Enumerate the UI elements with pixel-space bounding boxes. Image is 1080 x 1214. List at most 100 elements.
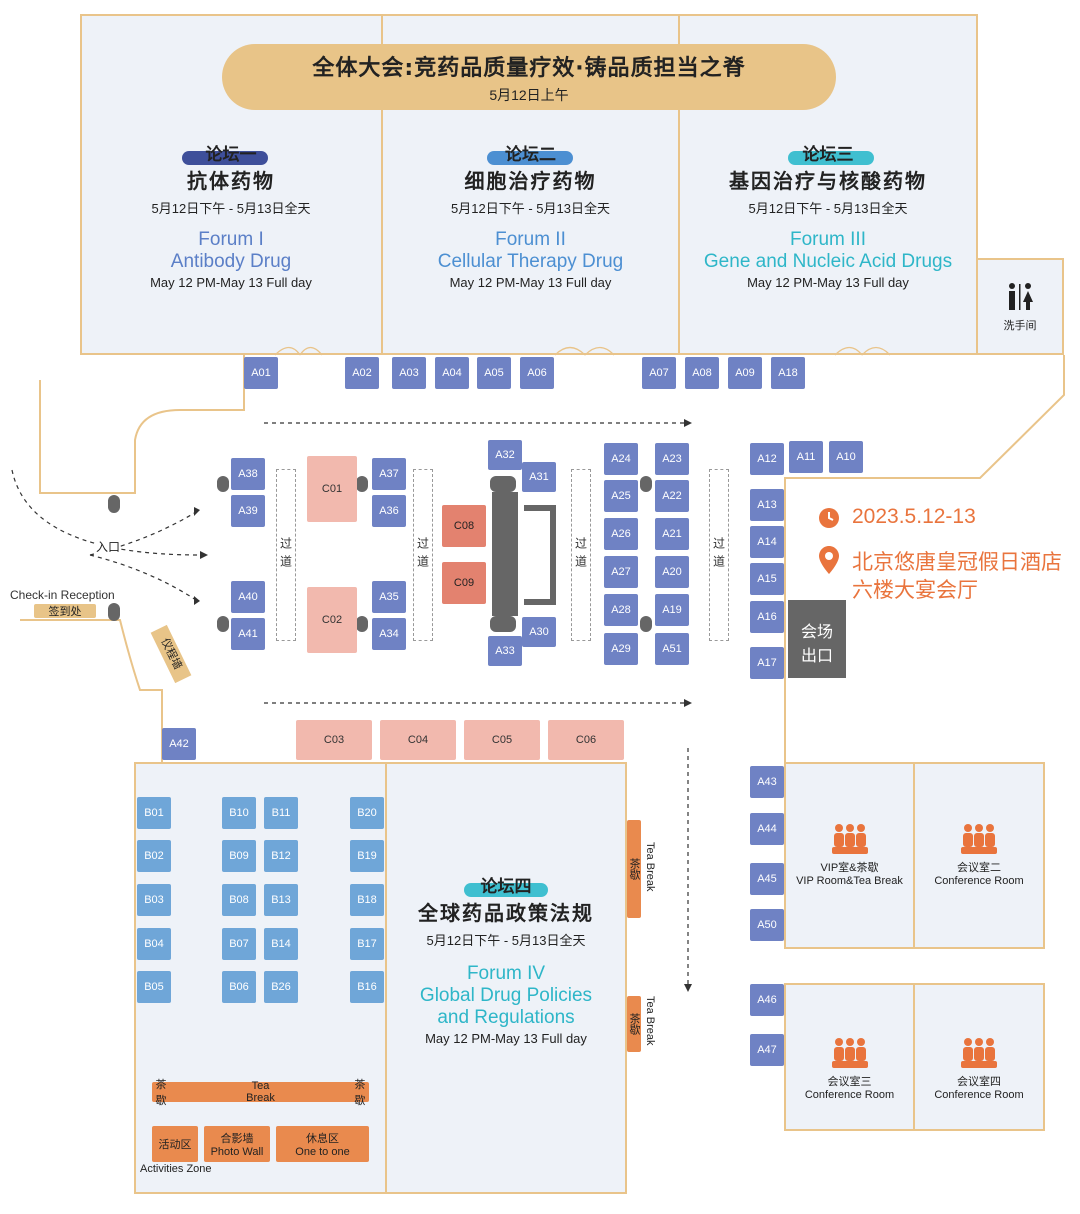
booth-a03[interactable]: A03 [392, 357, 426, 389]
conference-room-2[interactable] [913, 762, 1045, 949]
booth-a30[interactable]: A30 [522, 617, 556, 647]
tea-break-bar-mid: Tea Break [246, 1080, 275, 1104]
booth-a34[interactable]: A34 [372, 618, 406, 650]
booth-c02[interactable]: C02 [307, 587, 357, 653]
booth-b05[interactable]: B05 [137, 971, 171, 1003]
booth-a05[interactable]: A05 [477, 357, 511, 389]
booth-b26[interactable]: B26 [264, 971, 298, 1003]
forum-1: 论坛一 抗体药物 5月12日下午 - 5月13日全天 Forum I Antib… [82, 140, 380, 320]
booth-a09[interactable]: A09 [728, 357, 762, 389]
booth-a46[interactable]: A46 [750, 984, 784, 1016]
booth-a47[interactable]: A47 [750, 1034, 784, 1066]
exit[interactable]: 会场 出口 [788, 600, 846, 678]
activities-zone[interactable]: 活动区 [152, 1126, 198, 1162]
checkin-desk[interactable]: 签到处 [34, 604, 96, 618]
people-icon [961, 824, 997, 854]
booth-b17[interactable]: B17 [350, 928, 384, 960]
booth-a27[interactable]: A27 [604, 556, 638, 588]
booth-a19[interactable]: A19 [655, 594, 689, 626]
seat [640, 476, 652, 492]
booth-c09[interactable]: C09 [442, 562, 486, 604]
booth-a24[interactable]: A24 [604, 443, 638, 475]
booth-a51[interactable]: A51 [655, 633, 689, 665]
booth-a16[interactable]: A16 [750, 601, 784, 633]
booth-b16[interactable]: B16 [350, 971, 384, 1003]
booth-a35[interactable]: A35 [372, 581, 406, 613]
booth-a17[interactable]: A17 [750, 647, 784, 679]
booth-a37[interactable]: A37 [372, 458, 406, 490]
booth-a32[interactable]: A32 [488, 440, 522, 470]
booth-b18[interactable]: B18 [350, 884, 384, 916]
booth-b04[interactable]: B04 [137, 928, 171, 960]
booth-a31[interactable]: A31 [522, 462, 556, 492]
vip-room[interactable] [784, 762, 915, 949]
booth-b20[interactable]: B20 [350, 797, 384, 829]
booth-c04[interactable]: C04 [380, 720, 456, 760]
booth-a20[interactable]: A20 [655, 556, 689, 588]
booth-a04[interactable]: A04 [435, 357, 469, 389]
booth-a08[interactable]: A08 [685, 357, 719, 389]
booth-a23[interactable]: A23 [655, 443, 689, 475]
booth-a18[interactable]: A18 [771, 357, 805, 389]
booth-b12[interactable]: B12 [264, 840, 298, 872]
booth-a02[interactable]: A02 [345, 357, 379, 389]
forum-name-cn: 全球药品政策法规 [418, 901, 594, 925]
booth-b02[interactable]: B02 [137, 840, 171, 872]
booth-a21[interactable]: A21 [655, 518, 689, 550]
booth-a13[interactable]: A13 [750, 489, 784, 521]
checkin-label: Check-in Reception [10, 588, 115, 602]
booth-a29[interactable]: A29 [604, 633, 638, 665]
booth-b03[interactable]: B03 [137, 884, 171, 916]
booth-b01[interactable]: B01 [137, 797, 171, 829]
booth-b06[interactable]: B06 [222, 971, 256, 1003]
rest-area[interactable]: 休息区 One to one [276, 1126, 369, 1162]
booth-b07[interactable]: B07 [222, 928, 256, 960]
booth-b19[interactable]: B19 [350, 840, 384, 872]
booth-a33[interactable]: A33 [488, 636, 522, 666]
booth-b10[interactable]: B10 [222, 797, 256, 829]
forum-4: 论坛四 全球药品政策法规 5月12日下午 - 5月13日全天 Forum IV … [392, 872, 620, 1046]
forum-4-hall [385, 762, 627, 1194]
booth-c05[interactable]: C05 [464, 720, 540, 760]
booth-a50[interactable]: A50 [750, 909, 784, 941]
booth-a11[interactable]: A11 [789, 441, 823, 473]
booth-b11[interactable]: B11 [264, 797, 298, 829]
booth-a28[interactable]: A28 [604, 594, 638, 626]
booth-a26[interactable]: A26 [604, 518, 638, 550]
booth-a25[interactable]: A25 [604, 480, 638, 512]
photo-wall[interactable]: 合影墙 Photo Wall [204, 1126, 270, 1162]
booth-c01[interactable]: C01 [307, 456, 357, 522]
booth-a14[interactable]: A14 [750, 526, 784, 558]
exit-label-2: 出口 [800, 648, 833, 665]
booth-a12[interactable]: A12 [750, 443, 784, 475]
booth-b14[interactable]: B14 [264, 928, 298, 960]
booth-a38[interactable]: A38 [231, 458, 265, 490]
seat [640, 616, 652, 632]
booth-a10[interactable]: A10 [829, 441, 863, 473]
booth-a41[interactable]: A41 [231, 618, 265, 650]
booth-a01[interactable]: A01 [244, 357, 278, 389]
booth-c03[interactable]: C03 [296, 720, 372, 760]
booth-a15[interactable]: A15 [750, 563, 784, 595]
booth-a40[interactable]: A40 [231, 581, 265, 613]
booth-a07[interactable]: A07 [642, 357, 676, 389]
booth-b09[interactable]: B09 [222, 840, 256, 872]
seat [217, 476, 229, 492]
forum-tag-bar [464, 883, 548, 897]
booth-a36[interactable]: A36 [372, 495, 406, 527]
forum-name-cn: 细胞治疗药物 [464, 169, 597, 193]
booth-c06[interactable]: C06 [548, 720, 624, 760]
booth-b08[interactable]: B08 [222, 884, 256, 916]
restroom-icon [1009, 283, 1033, 310]
booth-a42[interactable]: A42 [162, 728, 196, 760]
booth-a45[interactable]: A45 [750, 863, 784, 895]
booth-a43[interactable]: A43 [750, 766, 784, 798]
booth-c08[interactable]: C08 [442, 505, 486, 547]
seat [356, 616, 368, 632]
booth-a44[interactable]: A44 [750, 813, 784, 845]
booth-a39[interactable]: A39 [231, 495, 265, 527]
booth-b13[interactable]: B13 [264, 884, 298, 916]
people-icon [831, 1038, 868, 1068]
booth-a22[interactable]: A22 [655, 480, 689, 512]
booth-a06[interactable]: A06 [520, 357, 554, 389]
